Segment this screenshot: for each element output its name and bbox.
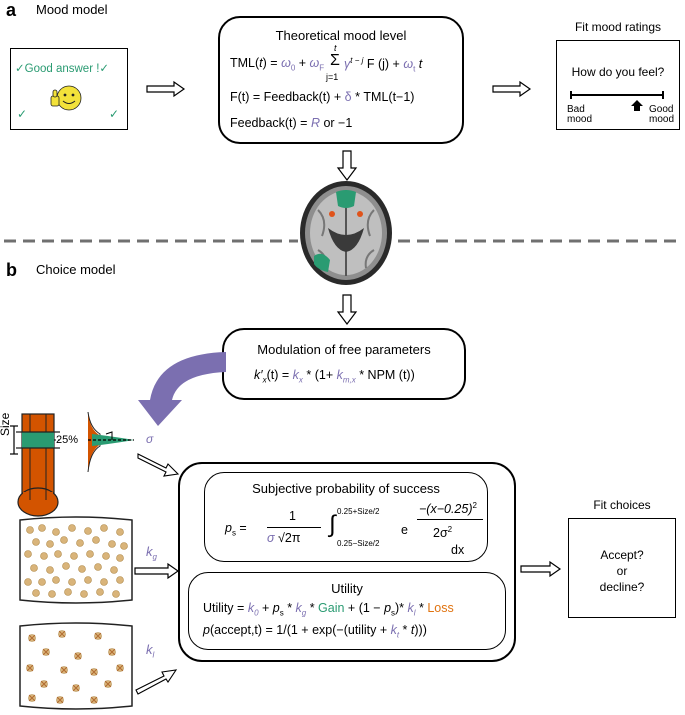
modulation-equation: k′x(t) = kx * (1+ km,x * NPM (t))	[254, 368, 415, 385]
gamma-exp: t − j	[350, 56, 364, 65]
kg-label: kg	[146, 544, 157, 562]
omega-f-sub: F	[319, 63, 325, 73]
k-prime-sub: x	[262, 375, 267, 385]
f-rhs: * TML(t−1)	[351, 90, 415, 104]
arrow-right-icon	[146, 80, 186, 98]
gain-term: Gain	[318, 601, 345, 615]
utility-equation: Utility = k0 + ps * kg * Gain + (1 − ps)…	[203, 601, 454, 618]
ps-lhs: ps =	[225, 521, 247, 538]
mod-mid: * (1+	[302, 368, 337, 382]
thermometer-distribution-icon	[10, 412, 134, 517]
tml-tail: t	[415, 57, 423, 72]
mood-slider	[570, 91, 664, 111]
tml-t: t	[259, 56, 263, 70]
tml-mid: ) =	[262, 56, 282, 70]
sum-bottom: j=1	[326, 72, 339, 82]
k-prime: k′	[254, 368, 263, 382]
exp-e: e	[401, 523, 408, 537]
arrow-right-icon	[134, 562, 180, 580]
arrow-down-icon	[336, 294, 358, 325]
tml-equation-rest: γt − j F (j) + ωt t	[344, 56, 422, 74]
theoretical-mood-level-box: Theoretical mood level TML(t) = ω0 + ωF …	[218, 16, 464, 144]
R-param: R	[310, 116, 320, 130]
omega-0: ω	[281, 56, 291, 70]
check-left-icon: ✓	[17, 107, 28, 121]
exp-numerator: −(x−0.25)2	[419, 501, 477, 517]
mod-lhs-rest: (t) =	[266, 368, 293, 382]
feedback-card: ✓Good answer !✓ ✓ ✓	[10, 48, 128, 130]
panel-divider	[4, 239, 680, 243]
delta: δ	[344, 90, 352, 104]
percent-label: 25%	[56, 434, 79, 446]
arrow-diagonal-up-icon	[135, 669, 178, 695]
how-do-you-feel: How do you feel?	[571, 65, 665, 79]
integral-symbol: ∫	[329, 511, 336, 538]
gamma: γ	[344, 57, 351, 72]
choice-model-container: Subjective probability of success ps = 1…	[178, 462, 516, 662]
curved-purple-arrow-icon	[138, 352, 226, 426]
loss-term: Loss	[427, 601, 454, 615]
omega-t: ω	[403, 57, 414, 72]
dx: dx	[451, 543, 465, 557]
size-label: Size	[0, 412, 12, 436]
arrow-right-icon	[492, 80, 532, 98]
panel-a-letter: a	[6, 0, 17, 20]
modulation-title: Modulation of free parameters	[257, 342, 431, 357]
feedback-lhs: Feedback(t) =	[230, 116, 311, 130]
km-sub: m,x	[342, 375, 356, 385]
fit-mood-title: Fit mood ratings	[574, 20, 662, 34]
integral-bottom: 0.25−Size/2	[337, 539, 380, 548]
f-lhs: F(t) = Feedback(t) +	[230, 90, 345, 104]
panel-b-title: Choice model	[36, 262, 116, 277]
loss-jar-icon	[19, 622, 133, 710]
thumbs-up-smiley-icon	[50, 85, 82, 111]
good-answer-text: ✓Good answer !✓	[15, 63, 110, 75]
f-equation: F(t) = Feedback(t) + δ * TML(t−1)	[230, 90, 414, 104]
arrow-down-icon	[336, 150, 358, 181]
fraction-numerator: 1	[289, 509, 296, 523]
arrow-diagonal-icon	[137, 453, 180, 477]
tml-F: F (j) +	[363, 57, 404, 72]
tml-title: Theoretical mood level	[275, 28, 407, 43]
omega-t-sub: t	[413, 64, 416, 74]
fraction-bar	[267, 527, 321, 528]
subjective-probability-box: Subjective probability of success ps = 1…	[204, 472, 488, 562]
accept-probability-equation: p(accept,t) = 1/(1 + exp(−(utility + kt …	[203, 623, 427, 640]
feedback-equation: Feedback(t) = R or −1	[230, 116, 352, 130]
km-param: k	[336, 368, 343, 382]
subjective-title: Subjective probability of success	[252, 481, 440, 496]
omega-0-sub: 0	[290, 63, 296, 73]
tml-plus1: +	[295, 56, 310, 70]
omega-f: ω	[309, 56, 320, 70]
kl-label: kl	[146, 642, 155, 660]
kx-param: k	[292, 368, 299, 382]
gain-jar-icon	[19, 516, 133, 604]
utility-title: Utility	[331, 581, 363, 596]
integral-top: 0.25+Size/2	[337, 507, 380, 516]
feedback-rhs: or −1	[319, 116, 353, 130]
sum-symbol: Σ	[330, 52, 340, 69]
utility-box: Utility Utility = k0 + ps * kg * Gain + …	[188, 572, 506, 650]
arrow-right-icon	[520, 560, 562, 578]
fraction-denominator: σ √2π	[267, 531, 301, 545]
sum-top: t	[334, 43, 337, 53]
kx-sub: x	[298, 375, 303, 385]
modulation-box: Modulation of free parameters k′x(t) = k…	[222, 328, 466, 400]
tml-equation: TML(t) = ω0 + ωF	[230, 56, 324, 73]
panel-b-letter: b	[6, 260, 17, 280]
exp-denominator: 2σ2	[433, 525, 453, 541]
check-right-icon: ✓	[109, 107, 120, 121]
mod-rhs: * NPM (t))	[355, 368, 415, 382]
fit-choices-title: Fit choices	[593, 498, 651, 512]
exp-fraction-bar	[417, 519, 483, 520]
brain-scan-image	[300, 181, 392, 285]
panel-a-title: Mood model	[36, 2, 108, 17]
sigma-label: σ	[146, 432, 154, 446]
tml-lhs: TML(	[230, 56, 260, 70]
